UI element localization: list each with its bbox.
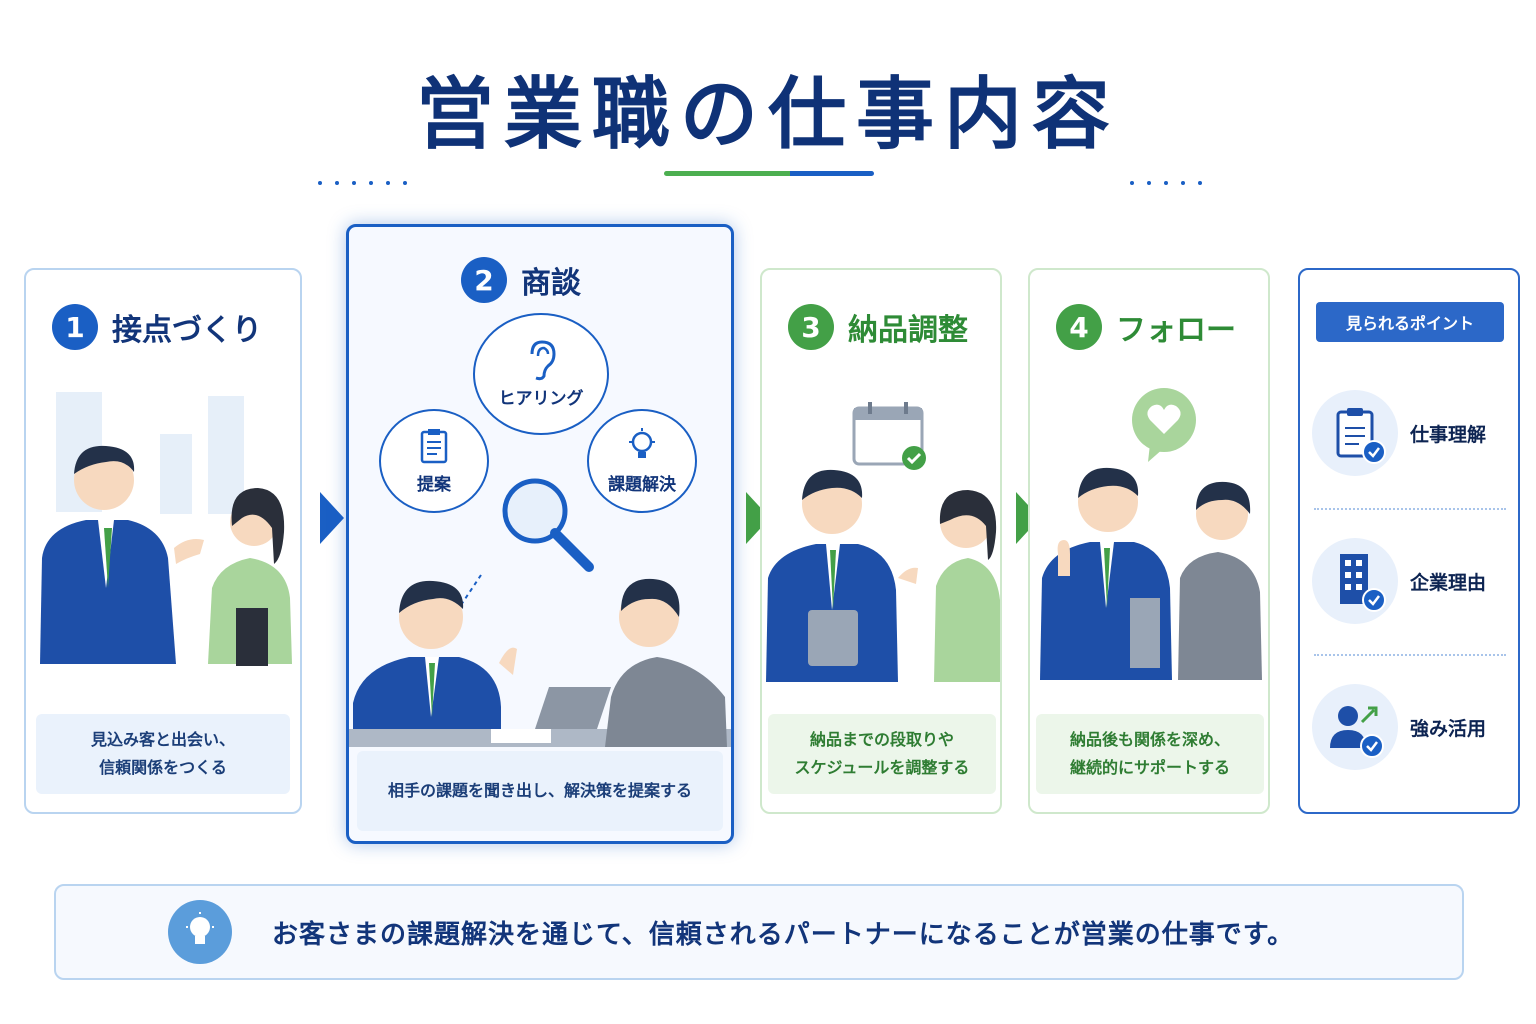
point-label-strength: 強み活用 — [1410, 717, 1487, 740]
person-growth-check-icon — [1312, 684, 1398, 770]
point-label-work: 仕事理解 — [1410, 423, 1487, 446]
step-heading-2: 2 商談 — [461, 257, 581, 303]
title-underline — [664, 171, 874, 176]
page-title: 営業職の仕事内容 — [415, 70, 1120, 160]
lightbulb-icon — [168, 900, 232, 964]
point-item-work: 仕事理解 — [1312, 388, 1508, 478]
step-label-1: 接点づくり — [112, 313, 262, 348]
bubble-hearing: ヒアリング — [473, 313, 609, 435]
point-separator-1 — [1314, 508, 1506, 510]
bubble-hearing-label: ヒアリング — [498, 388, 584, 409]
bubble-proposal: 提案 — [379, 409, 489, 513]
step-description-3: 納品までの段取りや スケジュールを調整する — [768, 714, 996, 794]
title-dots-left — [318, 170, 420, 185]
step-number-1: 1 — [52, 304, 98, 350]
ear-icon — [530, 339, 556, 380]
follow-illustration — [1040, 467, 1262, 680]
calendar-check-icon — [852, 402, 926, 470]
heart-bubble-icon — [1132, 388, 1196, 462]
step-card-delivery: 3 納品調整 納品までの段取りや スケジュールを調整する — [760, 268, 1002, 814]
step-heading-1: 1 接点づくり — [52, 304, 262, 350]
lightbulb-icon — [629, 427, 655, 458]
step-label-4: フォロー — [1116, 313, 1236, 348]
flow-arrow-1 — [320, 492, 344, 544]
step-label-2: 商談 — [521, 266, 581, 301]
contact-illustration — [40, 392, 292, 666]
step-number-3: 3 — [788, 304, 834, 350]
step-label-3: 納品調整 — [848, 313, 968, 348]
step-number-4: 4 — [1056, 304, 1102, 350]
summary-banner: お客さまの課題解決を通じて、信頼されるパートナーになることが営業の仕事です。 — [54, 884, 1464, 980]
bubble-solution-label: 課題解決 — [608, 474, 676, 495]
step-card-negotiation: 2 商談 ヒアリング 提案 課題解決 — [346, 224, 734, 844]
summary-text: お客さまの課題解決を通じて、信頼されるパートナーになることが営業の仕事です。 — [272, 919, 1295, 950]
bubble-proposal-label: 提案 — [417, 474, 451, 495]
step-card-contact: 1 接点づくり 見込み客と出会い、 信頼関係をつくる — [24, 268, 302, 814]
building-check-icon — [1312, 538, 1398, 624]
document-icon — [420, 428, 448, 463]
step-description-4: 納品後も関係を深め、 継続的にサポートする — [1036, 714, 1264, 794]
step-card-follow: 4 フォロー 納品後も関係を深め、 継続的にサポートする — [1028, 268, 1270, 814]
point-separator-2 — [1314, 654, 1506, 656]
title-dots-right — [1130, 170, 1215, 185]
step-heading-3: 3 納品調整 — [788, 304, 968, 350]
bubble-solution: 課題解決 — [587, 409, 697, 513]
point-item-company: 企業理由 — [1312, 536, 1508, 626]
clipboard-check-icon — [1312, 390, 1398, 476]
step-heading-4: 4 フォロー — [1056, 304, 1236, 350]
step-number-2: 2 — [461, 257, 507, 303]
points-panel: 見られるポイント 仕事理解 — [1298, 268, 1520, 814]
points-badge: 見られるポイント — [1316, 302, 1504, 342]
delivery-illustration — [766, 469, 1000, 682]
point-label-company: 企業理由 — [1410, 571, 1487, 594]
negotiation-illustration — [349, 478, 731, 747]
step-description-2: 相手の課題を聞き出し、解決策を提案する — [357, 751, 723, 831]
step-description-1: 見込み客と出会い、 信頼関係をつくる — [36, 714, 290, 794]
point-item-strength: 強み活用 — [1312, 682, 1508, 772]
